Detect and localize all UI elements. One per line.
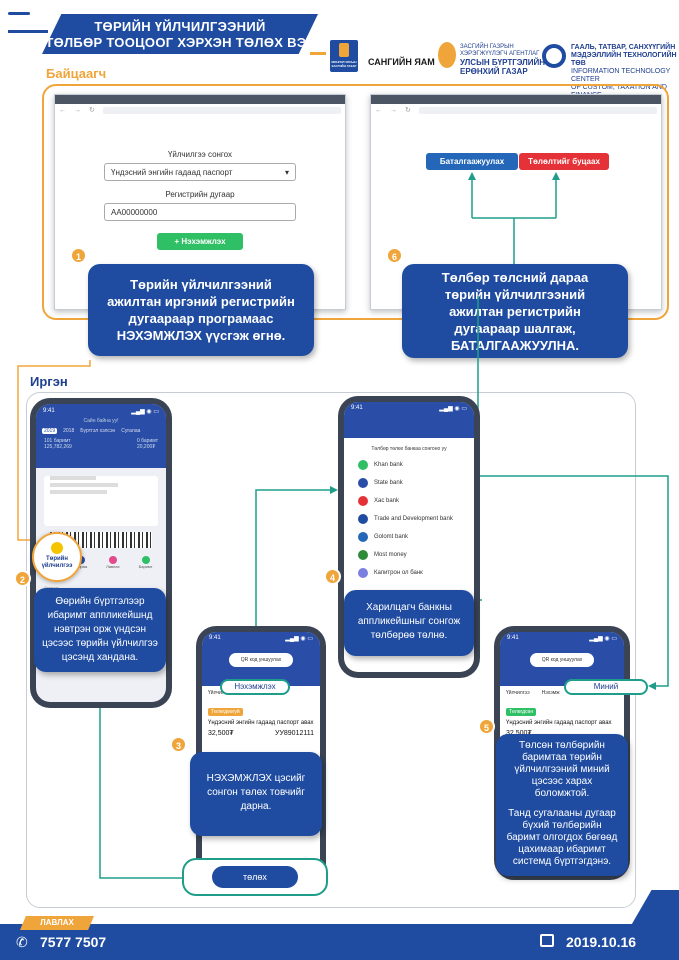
tab-service[interactable]: Үйлчилгээ (208, 690, 232, 696)
footer-date: 2019.10.16 (566, 934, 637, 950)
service-select-label: Үйлчилгээ сонгох (167, 150, 233, 159)
section-citizen-label: Иргэн (30, 374, 68, 389)
receipt-preview (44, 476, 158, 526)
qr-scan-button[interactable]: QR код уншуулах (229, 653, 293, 667)
bank-option[interactable]: Most money (344, 546, 474, 564)
bank-name: Golomt bank (374, 534, 409, 540)
invoice-amount: 32,500₮ (208, 730, 234, 737)
bank-logo-icon (358, 478, 368, 488)
invoice-create-button[interactable]: + Нэхэмжлэх (157, 233, 243, 250)
footer-phone: 7577 7507 (40, 934, 107, 950)
tab-service[interactable]: Үйлчилгээ (506, 690, 530, 696)
step-4-number: 4 (324, 568, 341, 585)
bank-option[interactable]: Капитрон ол банк (344, 564, 474, 582)
itc-emblem-icon (542, 44, 566, 68)
decor-stripe (310, 52, 326, 55)
bank-name: Khan bank (374, 462, 403, 468)
page-title: ТӨРИЙН ҮЙЛЧИЛГЭЭНИЙ ТӨЛБӨР ТООЦООГ ХЭРХЭ… (42, 14, 318, 54)
bank-name: Xac bank (374, 498, 400, 504)
step-2-number: 2 (14, 570, 31, 587)
service-select[interactable]: Үндэсний энгийн гадаад паспорт ▾ (104, 163, 296, 181)
receipt-service-name: Үндэсний энгийн гадаад паспорт авах (506, 720, 612, 726)
bank-name: Trade and Development bank (374, 516, 453, 522)
mof-name: САНГИЙН ЯАМ (368, 57, 435, 67)
bank-logo-icon (358, 514, 368, 524)
connector-step1-to-step2 (17, 360, 91, 541)
section-officer-label: Байцаагч (46, 66, 107, 81)
public-service-icon (51, 542, 63, 554)
bank-logo-icon (358, 550, 368, 560)
officer-frame (42, 84, 669, 320)
gasr-emblem-icon (438, 42, 456, 68)
unpaid-badge: Төлөгдөөгүй (208, 708, 243, 716)
bank-name: Most money (374, 552, 407, 558)
tab-invoice[interactable]: Нэхэмж (541, 690, 560, 696)
mof-emblem-icon: МОНГОЛ УЛСЫН ЗАСГИЙН ГАЗАР (330, 40, 358, 72)
footer-bar (0, 924, 679, 960)
step-6-number: 6 (386, 247, 403, 264)
bank-list-title: Төлбөр төлөх банкаа сонгоно уу (371, 446, 447, 452)
step-5-number: 5 (478, 718, 495, 735)
decor-stripe (8, 12, 30, 15)
bank-option[interactable]: Golomt bank (344, 528, 474, 546)
step-3-number: 3 (170, 736, 187, 753)
reg-number-label: Регистрийн дугаар (165, 190, 235, 199)
bank-logo-icon (358, 496, 368, 506)
bank-option[interactable]: State bank (344, 474, 474, 492)
reg-number-input[interactable]: АА00000000 (104, 203, 296, 221)
bank-name: State bank (374, 480, 403, 486)
footer-label: ЛАВЛАХ (20, 916, 94, 930)
invoice-service-name: Үндэсний энгийн гадаад паспорт авах (208, 720, 314, 726)
plus-icon: + (174, 237, 182, 246)
pay-button[interactable]: төлөх (212, 866, 298, 888)
bank-logo-icon (358, 460, 368, 470)
qr-scan-button[interactable]: QR код уншуулах (530, 653, 594, 667)
step-1-number: 1 (70, 247, 87, 264)
tab-invoice[interactable]: Нэхэмжлэх (220, 679, 290, 695)
public-service-menu-button[interactable]: Төрийн үйлчилгээ (32, 532, 82, 582)
title-line-2: ТӨЛБӨР ТООЦООГ ХЭРХЭН ТӨЛӨХ ВЭ? (45, 35, 315, 50)
title-line-1: ТӨРИЙН ҮЙЛЧИЛГЭЭНИЙ (94, 19, 266, 34)
bank-option[interactable]: Xac bank (344, 492, 474, 510)
decor-stripe (8, 30, 48, 33)
refund-button[interactable]: Төлөлтийг буцаах (519, 153, 609, 170)
service-select-value: Үндэсний энгийн гадаад паспорт (111, 168, 233, 177)
phone-icon: ✆ (16, 934, 28, 950)
bank-name: Капитрон ол банк (374, 570, 423, 576)
confirm-button[interactable]: Баталгаажуулах (426, 153, 518, 170)
gasr-logo-text: ЗАСГИЙН ГАЗРЫН ХЭРЭГЖҮҮЛЭГЧ АГЕНТЛАГ УЛС… (460, 44, 546, 76)
bank-option[interactable]: Trade and Development bank (344, 510, 474, 528)
chevron-down-icon: ▾ (284, 168, 289, 177)
bank-option[interactable]: Khan bank (344, 456, 474, 474)
citizen-frame (26, 392, 636, 908)
bank-logo-icon (358, 568, 368, 578)
paid-badge: Төлөгдсөн (506, 708, 537, 716)
printer-icon (540, 934, 554, 947)
bank-logo-icon (358, 532, 368, 542)
tab-mine[interactable]: Миний (564, 679, 648, 695)
confirm-arrows (468, 172, 560, 265)
invoice-code: УУ89012111 (275, 730, 314, 737)
receipt-amount: 32,500₮ (500, 728, 624, 739)
